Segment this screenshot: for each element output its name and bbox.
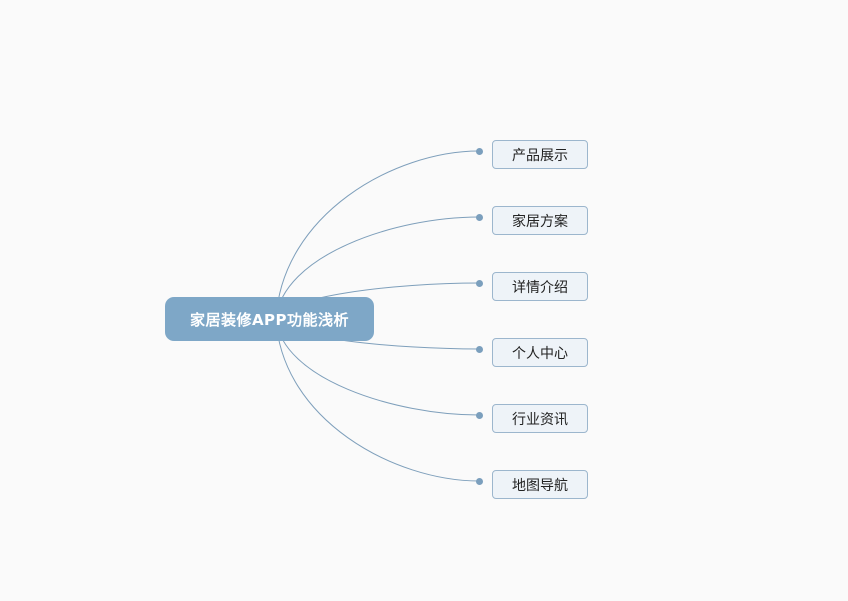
connector-line-1: [275, 150, 480, 320]
branch-connector-dot: [475, 411, 483, 419]
branch-connector-dot: [475, 345, 483, 353]
branch-node-5[interactable]: 行业资讯: [492, 404, 588, 433]
branch-node-2[interactable]: 家居方案: [492, 206, 588, 235]
connector-line-6: [275, 318, 480, 482]
branch-node-1[interactable]: 产品展示: [492, 140, 588, 169]
branch-node-label: 个人中心: [512, 345, 568, 362]
branch-node-3[interactable]: 详情介绍: [492, 272, 588, 301]
branch-node-label: 详情介绍: [512, 279, 568, 296]
branch-connector-dot: [475, 477, 483, 485]
branch-connector-dot: [475, 213, 483, 221]
branch-connector-dot: [475, 147, 483, 155]
central-topic-node[interactable]: 家居装修APP功能浅析: [165, 297, 374, 341]
branch-node-label: 行业资讯: [512, 411, 568, 428]
branch-node-6[interactable]: 地图导航: [492, 470, 588, 499]
branch-node-label: 家居方案: [512, 213, 568, 230]
branch-connector-dot: [475, 279, 483, 287]
branch-node-label: 地图导航: [512, 477, 568, 494]
central-topic-label: 家居装修APP功能浅析: [189, 310, 350, 329]
branch-node-label: 产品展示: [512, 147, 568, 164]
branch-node-4[interactable]: 个人中心: [492, 338, 588, 367]
